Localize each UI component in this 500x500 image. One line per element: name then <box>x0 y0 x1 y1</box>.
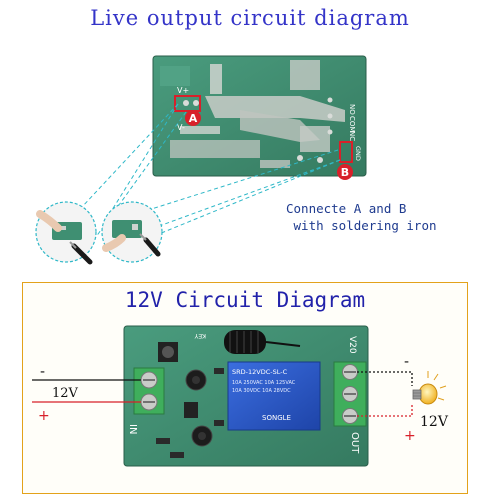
label-key: KEY <box>194 332 206 339</box>
bottom-diagram-title: 12V Circuit Diagram <box>124 288 366 312</box>
label-com: COM <box>348 116 356 132</box>
relay-rating-2: 10A 30VDC 10A 28VDC <box>232 388 291 394</box>
capacitor-top <box>185 369 207 391</box>
input-terminal-block <box>133 367 165 415</box>
soldering-note-line-2: with soldering iron <box>286 218 437 233</box>
antenna-coil <box>224 330 301 354</box>
marker-a: A <box>185 110 201 126</box>
pad-a-highlight <box>174 95 201 112</box>
relay-brand: SONGLE <box>262 414 291 422</box>
lamp-icon <box>412 371 447 405</box>
pad-b-highlight <box>339 141 353 163</box>
output-terminal-block <box>333 361 367 427</box>
output-plus-label: + <box>404 428 416 444</box>
ic-chip <box>184 402 198 418</box>
page-title: Live output circuit diagram <box>90 6 410 30</box>
input-plus-label: + <box>38 408 50 424</box>
relay: SRD-12VDC-SL-C 10A 250VAC 10A 125VAC 10A… <box>227 361 321 431</box>
soldering-note: Connecte A and B with soldering iron <box>286 200 486 234</box>
input-wires <box>32 379 141 403</box>
capacitor-bottom <box>191 425 213 447</box>
relay-model: SRD-12VDC-SL-C <box>232 368 288 376</box>
top-pcb-board <box>152 55 367 177</box>
label-vplus: V+ <box>177 86 189 95</box>
label-v20: V20 <box>347 336 357 354</box>
label-vminus: V- <box>177 123 185 132</box>
output-voltage-label: 12V <box>420 414 449 430</box>
input-minus-label: - <box>40 364 45 380</box>
label-in: IN <box>127 424 138 434</box>
label-nc: NC <box>348 131 356 141</box>
solder-photo-left <box>35 201 97 265</box>
marker-b-label: B <box>341 166 349 179</box>
label-gnd: GND <box>354 146 362 161</box>
solder-photo-right <box>101 201 163 263</box>
marker-b: B <box>337 164 353 180</box>
output-wires <box>357 371 413 417</box>
output-minus-label: - <box>404 354 409 370</box>
soldering-note-line-1: Connecte A and B <box>286 201 407 216</box>
relay-rating-1: 10A 250VAC 10A 125VAC <box>232 380 296 386</box>
label-no: NO <box>348 104 356 115</box>
push-button <box>158 342 178 362</box>
input-voltage-label: 12V <box>52 386 79 401</box>
label-out: OUT <box>349 432 360 454</box>
bottom-pcb-board: SRD-12VDC-SL-C 10A 250VAC 10A 125VAC 10A… <box>123 325 369 467</box>
marker-a-label: A <box>189 112 198 125</box>
